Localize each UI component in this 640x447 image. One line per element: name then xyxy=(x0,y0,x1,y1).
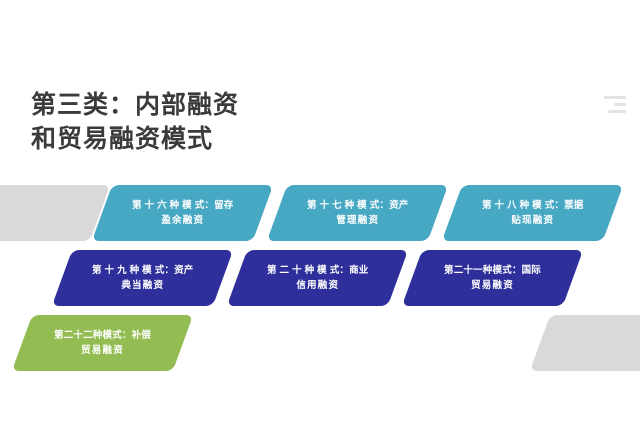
card-mode-17[interactable]: 第 十 七 种 模 式：资产 管理融资 xyxy=(266,185,449,241)
page-title-line-1: 第三类：内部融资 xyxy=(31,91,240,119)
card-mode-18-line-2: 贴现融资 xyxy=(511,215,554,226)
card-mode-21-line-1: 第二十一种模式：国际 xyxy=(443,265,541,276)
hamburger-menu-icon[interactable] xyxy=(604,96,626,113)
card-mode-18-line-1: 第 十 八 种 模 式：票据 xyxy=(481,200,584,211)
card-mode-20-line-2: 信用融资 xyxy=(296,280,339,291)
card-mode-17-line-1: 第 十 七 种 模 式：资产 xyxy=(306,200,409,211)
card-mode-16[interactable]: 第 十 六 种 模 式：留存 盈余融资 xyxy=(91,185,274,241)
card-mode-21-label: 第二十一种模式：国际 贸易融资 xyxy=(444,263,541,293)
hamburger-menu-icon-bar-1 xyxy=(604,96,626,99)
card-mode-21[interactable]: 第二十一种模式：国际 贸易融资 xyxy=(401,250,584,306)
card-mode-21-line-2: 贸易融资 xyxy=(471,280,514,291)
hamburger-menu-icon-bar-2 xyxy=(614,103,626,106)
card-mode-17-line-2: 管理融资 xyxy=(336,215,379,226)
card-mode-16-line-1: 第 十 六 种 模 式：留存 xyxy=(131,200,234,211)
card-mode-16-line-2: 盈余融资 xyxy=(161,215,204,226)
card-mode-18-label: 第 十 八 种 模 式：票据 贴现融资 xyxy=(482,198,584,228)
card-mode-20-label: 第 二 十 种 模 式：商业 信用融资 xyxy=(267,263,369,293)
card-mode-20-line-1: 第 二 十 种 模 式：商业 xyxy=(266,265,369,276)
card-mode-22-label: 第二十二种模式：补偿 贸易融资 xyxy=(54,328,151,358)
card-mode-18[interactable]: 第 十 八 种 模 式：票据 贴现融资 xyxy=(441,185,624,241)
card-mode-20[interactable]: 第 二 十 种 模 式：商业 信用融资 xyxy=(226,250,409,306)
page-title: 第三类：内部融资 和贸易融资模式 xyxy=(31,88,451,156)
card-mode-19[interactable]: 第 十 九 种 模 式：资产 典当融资 xyxy=(51,250,234,306)
card-row-3: 第二十二种模式：补偿 贸易融资 xyxy=(0,315,640,371)
card-mode-19-line-2: 典当融资 xyxy=(121,280,164,291)
hamburger-menu-icon-bar-3 xyxy=(608,110,626,113)
card-mode-22[interactable]: 第二十二种模式：补偿 贸易融资 xyxy=(11,315,194,371)
card-mode-16-label: 第 十 六 种 模 式：留存 盈余融资 xyxy=(132,198,234,228)
card-mode-19-label: 第 十 九 种 模 式：资产 典当融资 xyxy=(92,263,194,293)
card-mode-17-label: 第 十 七 种 模 式：资产 管理融资 xyxy=(307,198,409,228)
card-mode-22-line-2: 贸易融资 xyxy=(81,345,124,356)
decorative-parallelogram-right xyxy=(529,315,640,371)
card-mode-22-line-1: 第二十二种模式：补偿 xyxy=(53,330,151,341)
card-row-1: 第 十 六 种 模 式：留存 盈余融资 第 十 七 种 模 式：资产 管理融资 … xyxy=(0,185,640,241)
card-row-2: 第 十 九 种 模 式：资产 典当融资 第 二 十 种 模 式：商业 信用融资 … xyxy=(0,250,640,306)
page-title-line-2: 和贸易融资模式 xyxy=(31,125,214,153)
card-mode-19-line-1: 第 十 九 种 模 式：资产 xyxy=(91,265,194,276)
